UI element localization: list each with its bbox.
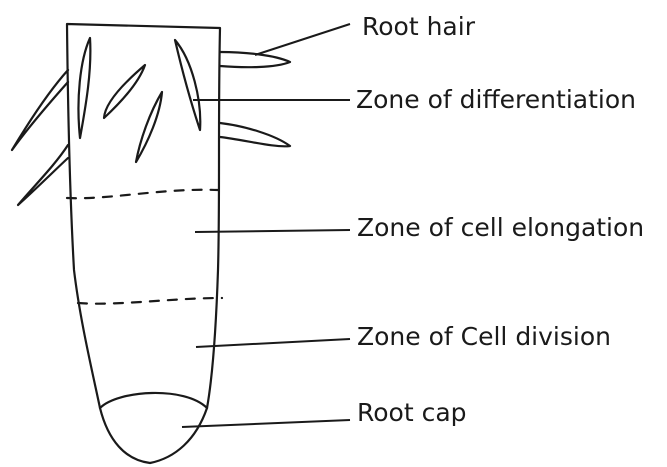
internal-cell [78, 38, 90, 138]
label-zone-differentiation: Zone of differentiation [356, 85, 636, 114]
root-hair [220, 123, 290, 146]
root-hair [12, 70, 68, 150]
leader-root-hair [255, 24, 350, 55]
boundary-elongation-division [78, 298, 222, 304]
leader-root-cap [182, 420, 350, 427]
boundary-differentiation-elongation [67, 190, 218, 198]
root-cap-boundary [100, 393, 207, 408]
label-zone-elongation: Zone of cell elongation [357, 213, 644, 242]
leader-zone-division [196, 339, 350, 347]
internal-cell [136, 92, 162, 162]
label-root-cap: Root cap [357, 398, 467, 427]
root-hair [18, 145, 68, 205]
internal-cell [175, 40, 200, 130]
label-zone-division: Zone of Cell division [357, 322, 611, 351]
internal-cell [104, 65, 145, 118]
label-root-hair: Root hair [362, 12, 476, 41]
